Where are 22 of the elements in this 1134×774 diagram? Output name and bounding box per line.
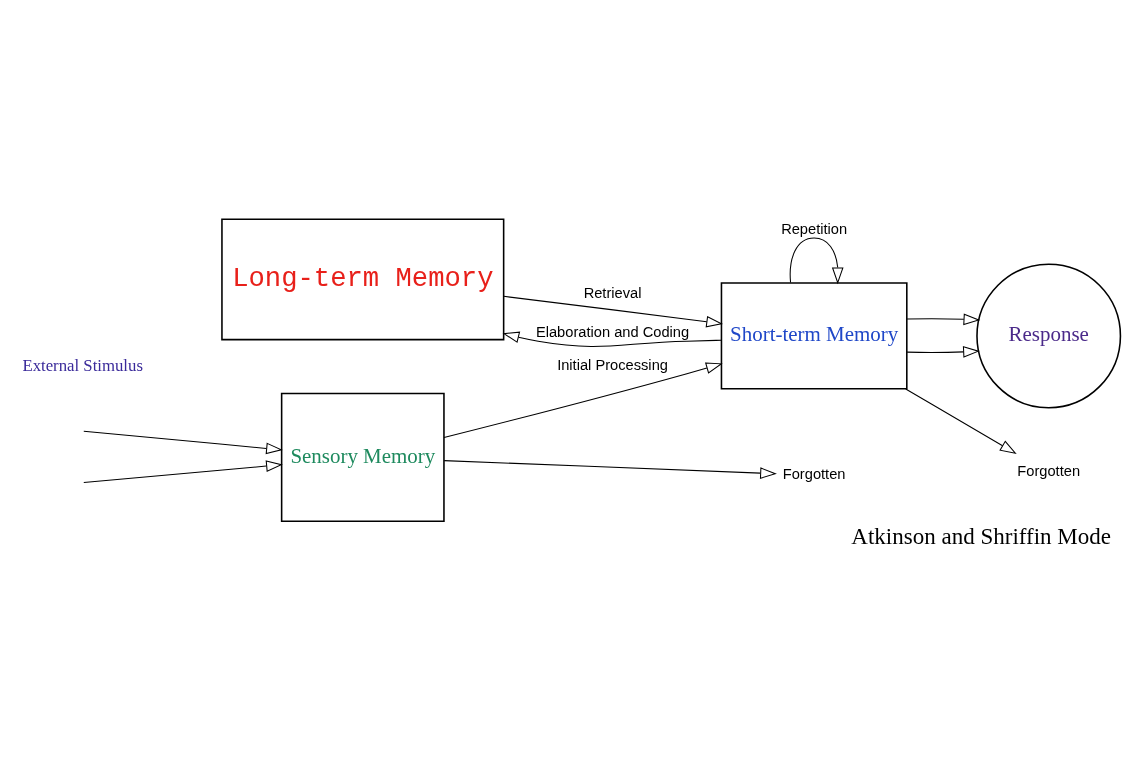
arrow [503, 295, 723, 328]
arrow [443, 362, 723, 439]
edge-label: Initial Processing [557, 356, 668, 373]
arrow [502, 331, 722, 347]
node-text: Forgotten [782, 466, 846, 483]
edge-label: Repetition [781, 221, 848, 238]
arrow [83, 460, 283, 484]
arrow [905, 388, 1017, 454]
caption: Atkinson and Shriffin Mode [851, 522, 1112, 549]
arrow [443, 460, 777, 479]
arrow [906, 346, 980, 358]
label: External Stimulus [22, 356, 143, 376]
node-text: Forgotten [1017, 462, 1081, 479]
node-box: Long-term Memory [221, 218, 505, 341]
edge-label: Retrieval [583, 285, 642, 302]
node-circle: Response [976, 263, 1122, 409]
node-box: Sensory Memory [280, 392, 445, 523]
edge-label: Elaboration and Coding [535, 324, 690, 341]
arrow [906, 313, 981, 326]
arrow [83, 430, 283, 455]
node-box: Short-term Memory [720, 282, 908, 390]
arrow [789, 237, 844, 285]
